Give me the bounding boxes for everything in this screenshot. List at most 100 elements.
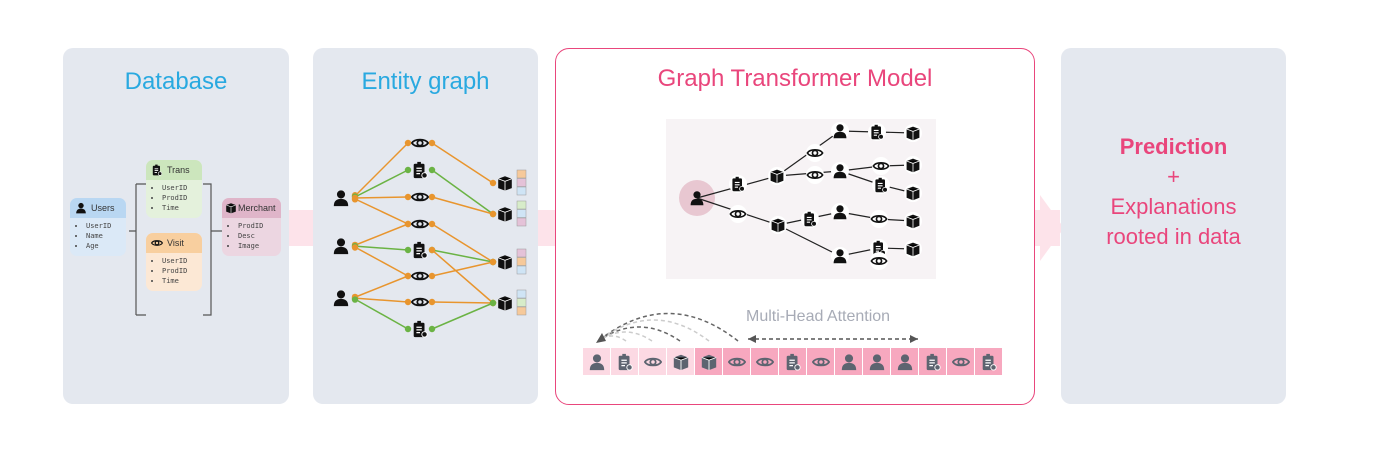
node-bg xyxy=(806,166,824,184)
edge xyxy=(431,169,494,215)
edge-dot xyxy=(428,298,436,306)
user-icon xyxy=(588,353,606,371)
box-icon xyxy=(497,295,513,312)
eye-icon xyxy=(812,353,830,371)
token-trans xyxy=(919,348,946,375)
field: Image xyxy=(238,241,281,251)
user-icon xyxy=(333,190,349,207)
edge-dot xyxy=(404,246,412,254)
box-icon xyxy=(770,169,784,184)
clipboard-icon xyxy=(616,353,634,371)
field: Time xyxy=(162,203,202,213)
feature-cell xyxy=(516,248,527,258)
field: ProdID xyxy=(238,221,281,231)
table-users[interactable]: Users UserIDNameAge xyxy=(70,198,126,256)
table-connectors xyxy=(129,183,222,316)
feature-cell xyxy=(516,217,527,227)
user-icon xyxy=(896,353,914,371)
token-trans xyxy=(611,348,638,375)
edge-dot xyxy=(428,325,436,333)
edge-dot xyxy=(428,246,436,254)
attention-arc xyxy=(597,335,627,342)
user-icon xyxy=(840,353,858,371)
edge-dot xyxy=(428,220,436,228)
clipboard-icon xyxy=(413,241,428,259)
eye-icon xyxy=(411,192,429,202)
edge-dot xyxy=(428,166,436,174)
edge xyxy=(352,197,409,225)
edge-dot xyxy=(428,193,436,201)
node-bg xyxy=(872,157,890,175)
edge xyxy=(431,196,494,215)
table-merchant[interactable]: Merchant ProdIDDescImage xyxy=(222,198,281,256)
edge xyxy=(352,245,409,277)
box-icon xyxy=(906,242,920,257)
prediction-label: Prediction xyxy=(1119,134,1228,159)
edge-dot xyxy=(489,179,497,187)
arrowhead-icon xyxy=(596,333,606,343)
token-eye xyxy=(947,348,974,375)
feature-cell xyxy=(516,200,527,210)
edge xyxy=(431,302,494,330)
node-bg xyxy=(806,144,824,162)
table-name: Merchant xyxy=(238,203,276,213)
output-panel: Prediction + Explanations rooted in data xyxy=(1061,48,1286,404)
edge-dot xyxy=(489,210,497,218)
table-name: Visit xyxy=(167,238,184,248)
feature-cell xyxy=(516,257,527,266)
box-icon xyxy=(497,254,513,271)
box-icon xyxy=(497,206,513,223)
clipboard-icon xyxy=(980,353,998,371)
edge xyxy=(431,249,494,263)
box-icon xyxy=(700,353,718,371)
box-icon xyxy=(906,186,920,201)
feature-cell xyxy=(516,186,527,196)
entity-graph-title: Entity graph xyxy=(361,68,490,95)
field: ProdID xyxy=(162,193,202,203)
edge xyxy=(352,196,409,199)
token-user xyxy=(835,348,862,375)
token-trans xyxy=(779,348,806,375)
edge-dot xyxy=(404,139,412,147)
field: Name xyxy=(86,231,126,241)
table-trans[interactable]: Trans UserIDProdIDTime xyxy=(146,160,202,218)
attention-label: Multi-Head Attention xyxy=(746,308,891,325)
feature-cell xyxy=(516,265,527,275)
edge-dot xyxy=(428,139,436,147)
box-icon xyxy=(672,353,690,371)
edge xyxy=(352,245,409,251)
edge-dot xyxy=(351,296,359,303)
database-panel: Database Users UserIDNameAge Trans UserI… xyxy=(63,48,289,404)
feature-cell xyxy=(516,298,527,307)
node-bg xyxy=(870,210,888,228)
graph-transformer-panel: Graph Transformer Model Multi-Head Atten… xyxy=(555,48,1035,405)
edge-dot xyxy=(351,196,359,203)
table-visit[interactable]: Visit UserIDProdIDTime xyxy=(146,233,202,291)
token-user xyxy=(863,348,890,375)
clipboard-icon xyxy=(784,353,802,371)
eye-icon xyxy=(644,353,662,371)
token-sequence xyxy=(583,348,1002,375)
rooted-label: rooted in data xyxy=(1106,224,1241,249)
edge xyxy=(431,142,494,184)
box-icon xyxy=(497,175,513,192)
edge-dot xyxy=(351,244,359,251)
edge xyxy=(352,169,409,199)
edge-dot xyxy=(404,272,412,280)
feature-cell xyxy=(516,289,527,299)
eye-icon xyxy=(151,237,163,249)
eye-icon xyxy=(411,271,429,281)
feature-cell xyxy=(516,169,527,179)
edge xyxy=(431,261,494,277)
eye-icon xyxy=(411,297,429,307)
edge-dot xyxy=(489,258,497,266)
edge xyxy=(777,224,841,257)
subgraph-tree xyxy=(596,119,936,343)
explanations-label: Explanations xyxy=(1110,194,1237,219)
token-trans xyxy=(975,348,1002,375)
edge xyxy=(431,249,494,304)
field: Age xyxy=(86,241,126,251)
eye-icon xyxy=(411,138,429,148)
feature-cell xyxy=(516,209,527,218)
edge xyxy=(352,142,409,199)
